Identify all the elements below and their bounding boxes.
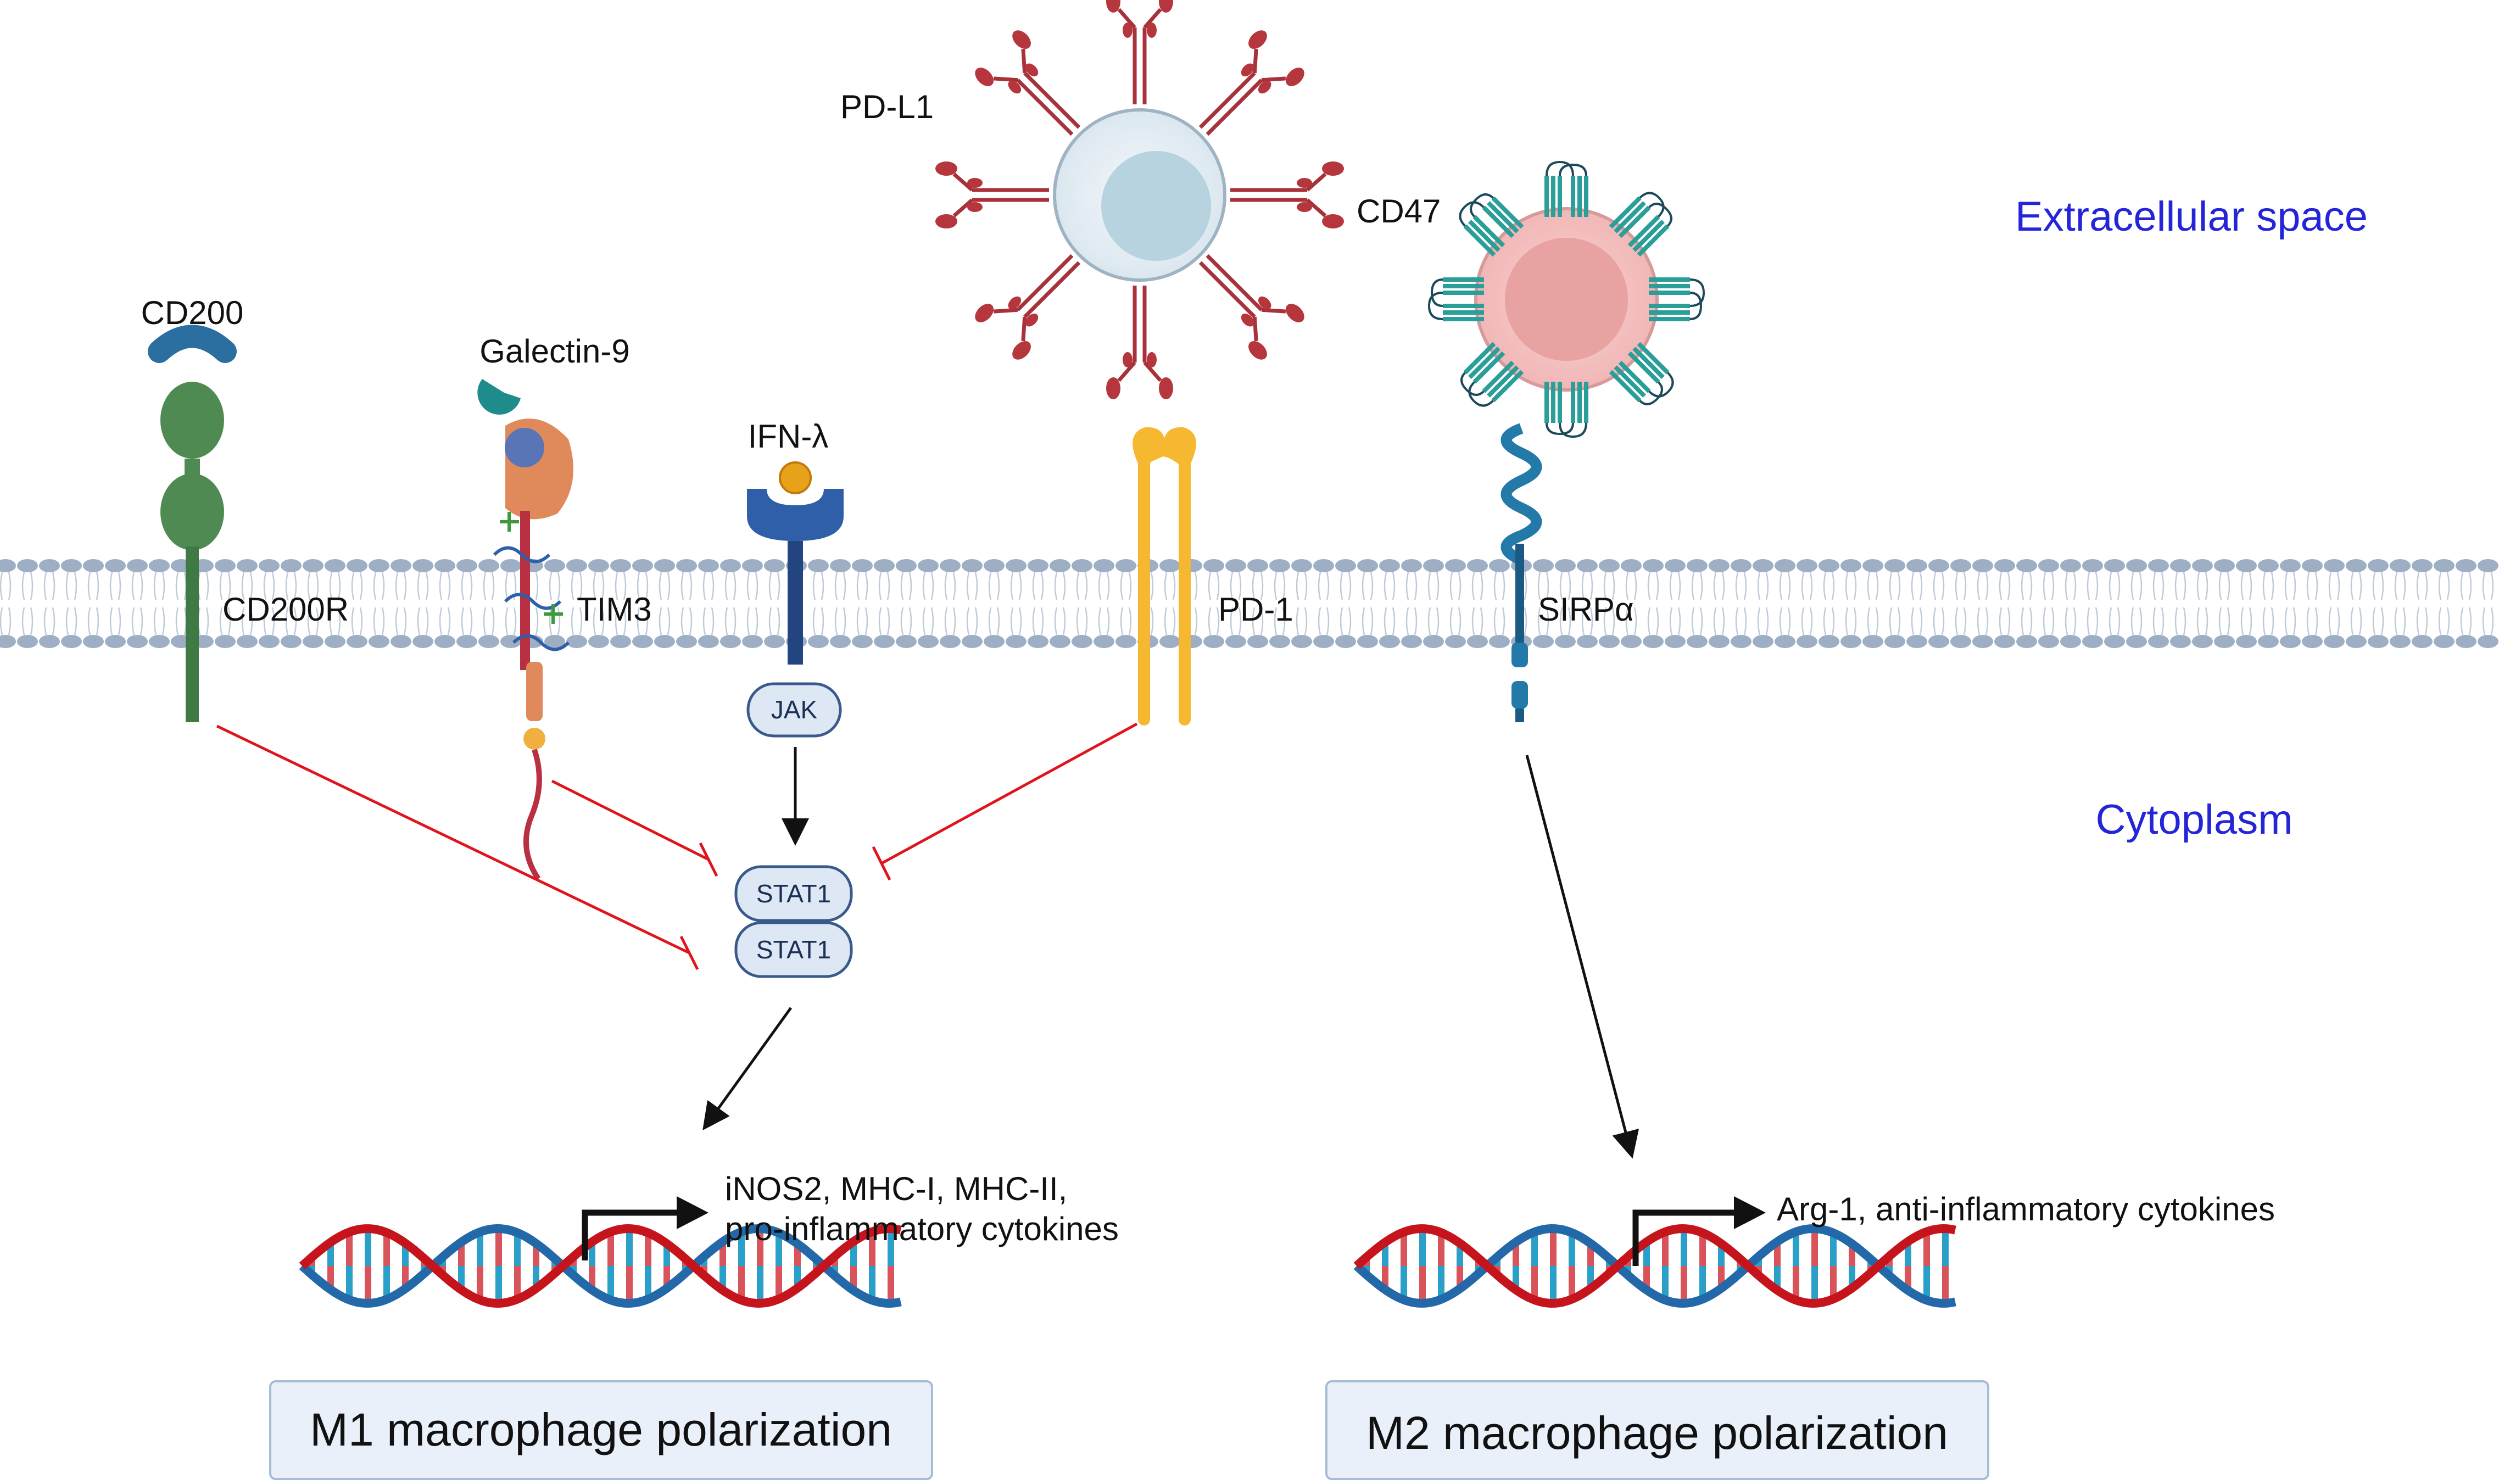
sirpa-receptor	[1500, 423, 1542, 722]
ifn-lambda-ligand-icon	[779, 461, 812, 494]
stat1-dimer: STAT1 STAT1	[734, 865, 853, 978]
m1-outcome-box: M1 macrophage polarization	[269, 1380, 933, 1480]
ifn-lambda-receptor: JAK	[746, 461, 844, 738]
cd200r-inhibits-stat1	[216, 724, 690, 955]
cell-membrane-bilayer	[0, 559, 2498, 648]
dna-helix-m1	[299, 1224, 902, 1308]
tim3-inhibits-stat1	[551, 779, 710, 861]
stat1-bottom	[734, 921, 853, 978]
pd1-label: PD-1	[1218, 591, 1293, 628]
m1-genes-line2: pro-inflammatory cytokines	[725, 1210, 1119, 1247]
dna-helix-m2	[1353, 1224, 1956, 1308]
cd200-label: CD200	[141, 294, 244, 331]
pd1-inhibition-bar	[872, 846, 891, 881]
activation-edges	[702, 747, 1639, 1159]
cd200r-label: CD200R	[222, 591, 349, 628]
pd1-inhibits-stat1	[880, 722, 1138, 865]
cd47-expressing-cell	[1427, 160, 1705, 438]
cytoplasm-label: Cytoplasm	[2096, 796, 2293, 843]
galectin9-icon	[477, 379, 521, 415]
ifn-lambda-label: IFN-λ	[748, 418, 829, 455]
pdl1-label: PD-L1	[840, 88, 934, 125]
m2-genes-label: Arg-1, anti-inflammatory cytokines	[1777, 1191, 2275, 1228]
m2-outcome-label: M2 macrophage polarization	[1366, 1407, 1948, 1459]
galectin9-label: Galectin-9	[479, 333, 629, 370]
stat1-top	[734, 865, 853, 922]
cd200r-inhibition-bar	[679, 935, 699, 970]
sirpa-label: SIRPα	[1538, 591, 1634, 628]
cd200-ligand-icon	[148, 325, 237, 363]
transcription-arrow-m1	[582, 1196, 709, 1260]
stat1-bottom-label: STAT1	[756, 935, 831, 964]
m1-outcome-label: M1 macrophage polarization	[310, 1404, 892, 1455]
tim3-receptor	[477, 379, 573, 880]
extracellular-space-label: Extracellular space	[2015, 193, 2368, 240]
transcription-arrow-m2	[1632, 1196, 1766, 1266]
pdl1-expressing-cell	[935, 0, 1344, 399]
stat1-to-m1-genes	[702, 1007, 793, 1131]
tim3-label: TIM3	[577, 591, 652, 628]
tim3-inhibition-bar	[699, 842, 718, 877]
stat1-top-label: STAT1	[756, 879, 831, 908]
jak-kinase	[746, 682, 842, 738]
cd200r-receptor	[148, 325, 237, 722]
jak-label: JAK	[771, 695, 818, 724]
inhibition-edges	[216, 722, 1138, 970]
cd47-label: CD47	[1357, 193, 1441, 230]
pd1-receptor	[1133, 427, 1196, 726]
m1-genes-line1: iNOS2, MHC-I, MHC-II,	[725, 1170, 1067, 1207]
m2-outcome-box: M2 macrophage polarization	[1325, 1380, 1989, 1480]
sirpa-to-m2-genes	[1525, 755, 1639, 1159]
